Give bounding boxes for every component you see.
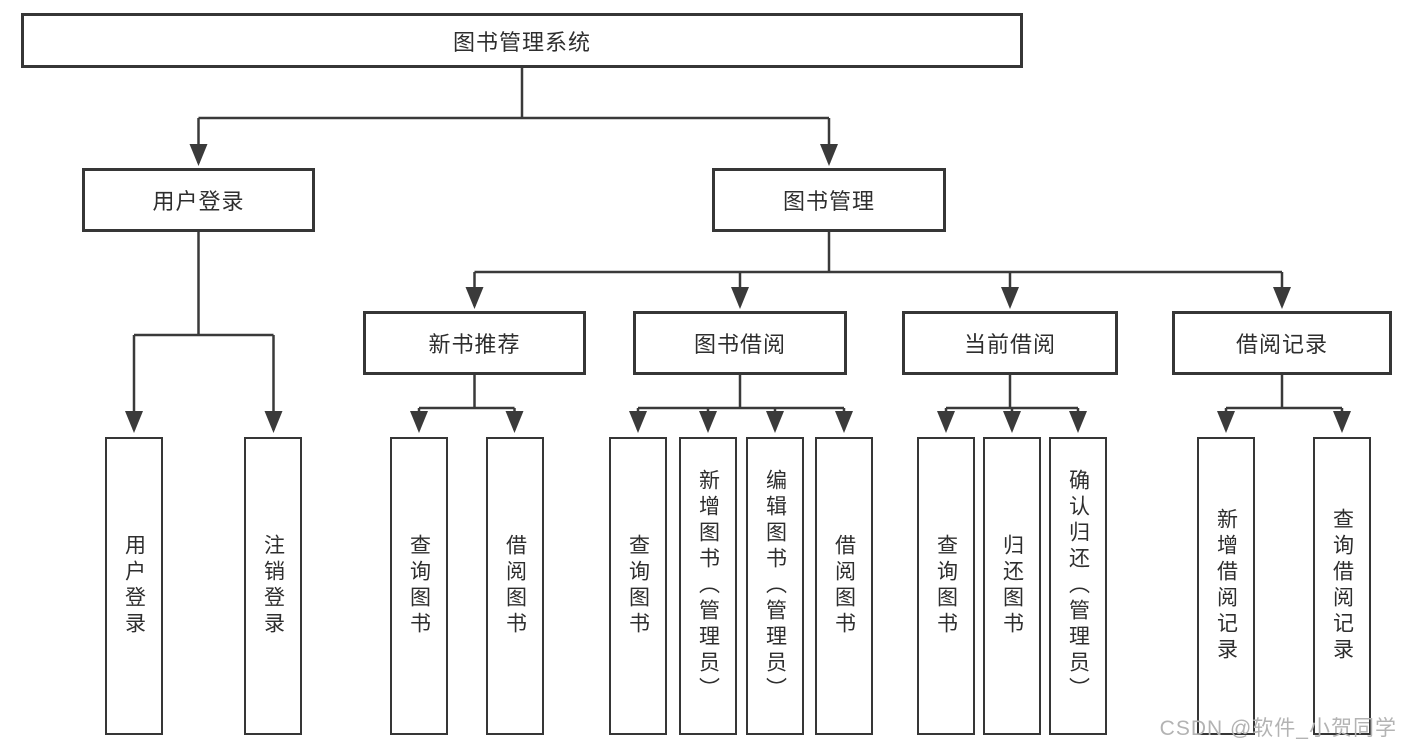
leaf-borrow-books-1: 借阅图书 [486, 437, 544, 735]
leaf-label: 借阅图书 [832, 534, 856, 638]
leaf-confirm-return-admin: 确认归还（管理员） [1049, 437, 1107, 735]
leaf-label: 新增图书（管理员） [696, 469, 720, 703]
node-book-borrow: 图书借阅 [633, 311, 847, 375]
node-user-login: 用户登录 [82, 168, 315, 232]
leaf-label: 查询借阅记录 [1330, 508, 1354, 664]
leaf-label: 注销登录 [261, 534, 285, 638]
leaf-borrow-books-2: 借阅图书 [815, 437, 873, 735]
leaf-user-login: 用户登录 [105, 437, 163, 735]
leaf-label: 借阅图书 [503, 534, 527, 638]
leaf-query-books-3: 查询图书 [917, 437, 975, 735]
leaf-label: 查询图书 [407, 534, 431, 638]
leaf-label: 归还图书 [1000, 534, 1024, 638]
csdn-watermark: CSDN @软件_小贺同学 [1159, 717, 1397, 740]
node-new-book-recommend: 新书推荐 [363, 311, 586, 375]
leaf-label: 确认归还（管理员） [1066, 469, 1090, 703]
leaf-query-books-1: 查询图书 [390, 437, 448, 735]
leaf-add-borrow-record: 新增借阅记录 [1197, 437, 1255, 735]
node-borrow-records: 借阅记录 [1172, 311, 1392, 375]
leaf-query-books-2: 查询图书 [609, 437, 667, 735]
node-current-borrow: 当前借阅 [902, 311, 1118, 375]
leaf-label: 用户登录 [122, 534, 146, 638]
leaf-edit-books-admin: 编辑图书（管理员） [746, 437, 804, 735]
leaf-query-borrow-record: 查询借阅记录 [1313, 437, 1371, 735]
leaf-return-books: 归还图书 [983, 437, 1041, 735]
leaf-label: 查询图书 [934, 534, 958, 638]
leaf-label: 查询图书 [626, 534, 650, 638]
root-node-library-system: 图书管理系统 [21, 13, 1023, 68]
leaf-label: 编辑图书（管理员） [763, 469, 787, 703]
leaf-label: 新增借阅记录 [1214, 508, 1238, 664]
leaf-logout: 注销登录 [244, 437, 302, 735]
node-book-management: 图书管理 [712, 168, 946, 232]
leaf-add-books-admin: 新增图书（管理员） [679, 437, 737, 735]
